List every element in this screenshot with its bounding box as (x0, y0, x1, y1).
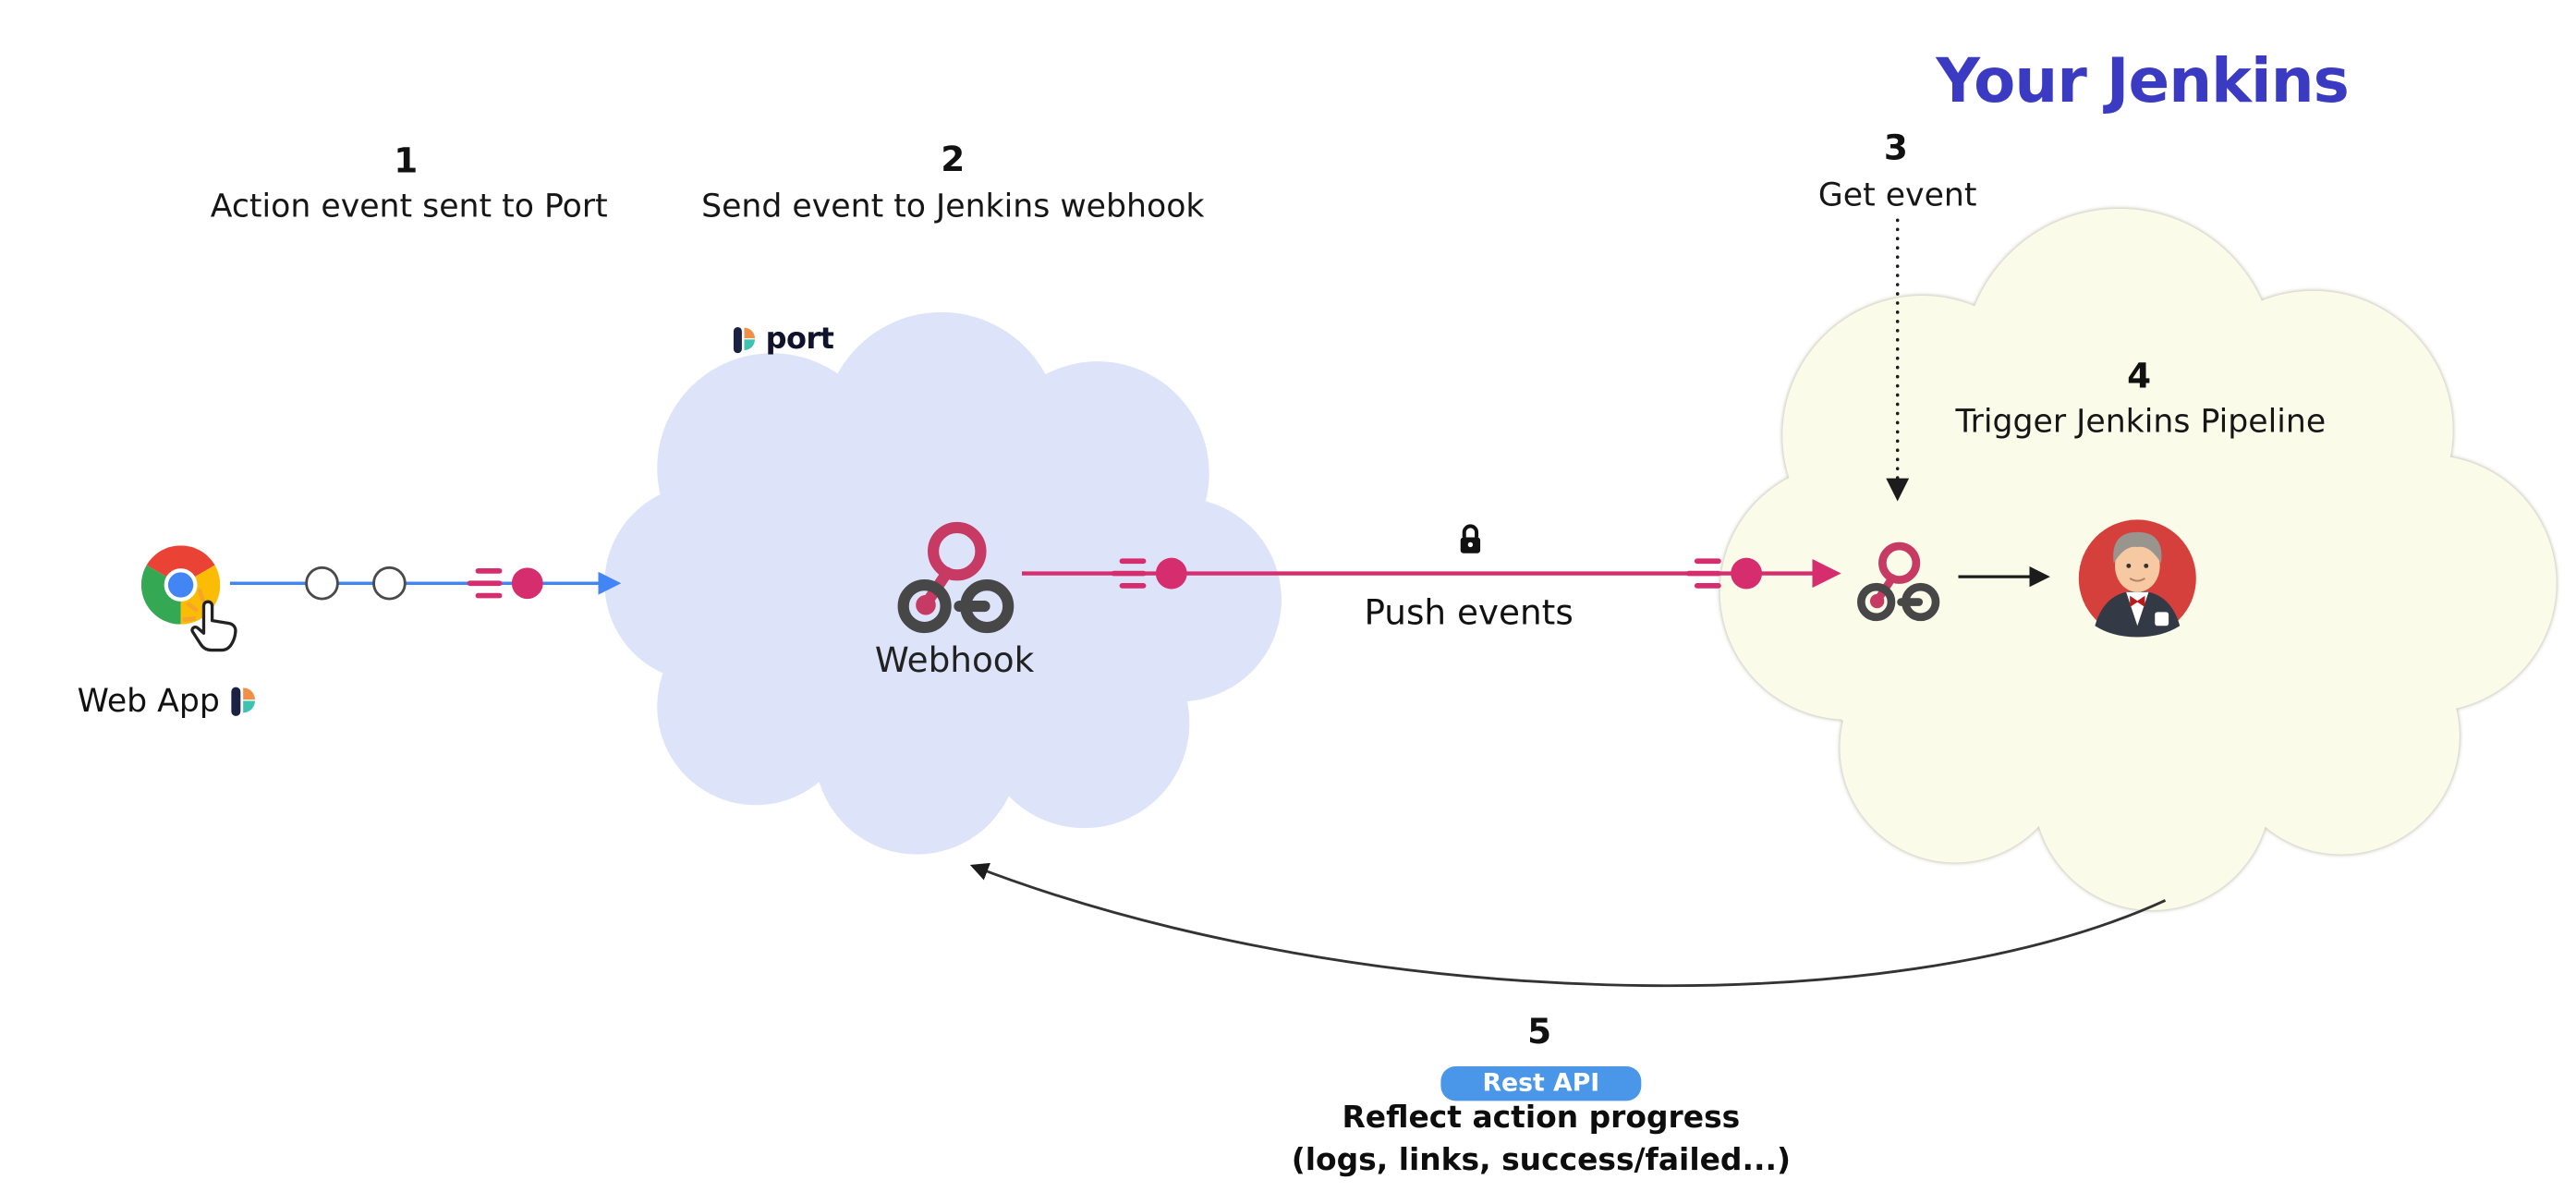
jenkins-butler-icon (2075, 516, 2200, 640)
step-2-label: Send event to Jenkins webhook (701, 187, 1205, 225)
port-logo-icon (226, 685, 260, 718)
web-app-caption: Web App (78, 682, 260, 720)
step-1-number: 1 (394, 140, 419, 181)
port-brand-text: port (765, 322, 834, 357)
reflect-progress-line1: Reflect action progress (1342, 1101, 1741, 1136)
pointer-hand-icon (181, 585, 250, 654)
webhook-icon-small (1853, 539, 1942, 624)
step-4-number: 4 (2127, 356, 2152, 396)
step-3-label: Get event (1817, 176, 1977, 214)
push-events-label: Push events (1364, 592, 1574, 633)
event-empty-circle (305, 566, 339, 601)
event-empty-circle (372, 566, 407, 601)
step-2-number: 2 (941, 140, 966, 179)
step-1-label: Action event sent to Port (210, 187, 608, 225)
step-5-number: 5 (1527, 1012, 1552, 1052)
rest-api-badge: Rest API (1440, 1065, 1642, 1101)
step-4-label: Trigger Jenkins Pipeline (1955, 402, 2327, 441)
step-3-number: 3 (1883, 128, 1908, 168)
reflect-progress-line2: (logs, links, success/failed...) (1291, 1143, 1792, 1178)
port-logo-icon (729, 324, 759, 354)
webhook-node-label: Webhook (874, 640, 1035, 681)
rest-api-return-arrow (969, 862, 2167, 988)
page-title: Your Jenkins (1936, 45, 2349, 117)
port-brand: port (729, 322, 834, 357)
lock-icon (1455, 521, 1485, 559)
web-app-label: Web App (77, 681, 220, 720)
webhook-icon (893, 517, 1017, 638)
